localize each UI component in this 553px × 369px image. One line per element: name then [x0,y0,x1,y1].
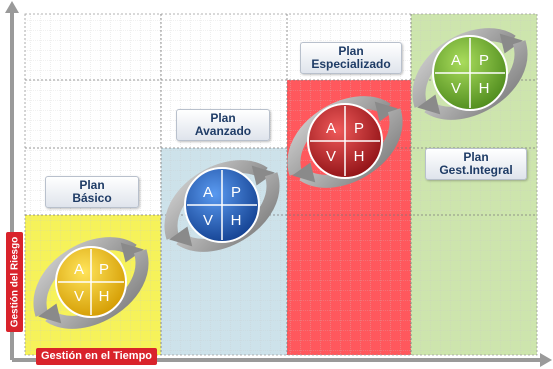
quadrant-h: H [354,148,365,165]
quadrant-a: A [451,52,461,69]
quadrant-h: H [479,80,490,97]
quadrant-v: V [74,288,84,305]
plan-label-line2: Básico [72,191,112,205]
pdca-circle-gest-integral: A P V H [432,35,508,111]
pdca-circle-avanzado: A P V H [184,167,260,243]
plan-label-basico: Plan Básico [45,176,139,208]
quadrant-v: V [451,80,461,97]
plan-label-line1: Plan [210,111,236,125]
x-axis-arrowhead [540,353,552,367]
y-axis-label-text: Gestión del Riesgo [9,236,20,328]
plan-label-avanzado: Plan Avanzado [176,109,270,141]
x-axis-label: Gestión en el Tiempo [36,348,157,365]
plan-label-especializado: Plan Especializado [300,42,402,74]
plan-label-line1: Plan [79,178,105,192]
quadrant-p: P [479,52,489,69]
quadrant-h: H [99,288,110,305]
quadrant-a: A [203,184,213,201]
plan-label-gest-integral: Plan Gest.Integral [425,148,527,180]
pdca-circle-especializado: A P V H [307,103,383,179]
plan-label-line1: Plan [463,150,489,164]
quadrant-v: V [203,212,213,229]
quadrant-p: P [231,184,241,201]
plan-label-line1: Plan [338,44,364,58]
quadrant-a: A [74,261,84,278]
pdca-circle-basico: A P V H [55,246,127,318]
y-axis-arrowhead [5,1,19,13]
plan-label-line2: Gest.Integral [439,163,513,177]
quadrant-v: V [326,148,336,165]
quadrant-p: P [99,261,109,278]
plan-label-line2: Especializado [311,57,391,71]
plan-label-line2: Avanzado [194,124,252,138]
quadrant-h: H [231,212,242,229]
quadrant-p: P [354,120,364,137]
y-axis-label: Gestión del Riesgo [6,232,23,332]
quadrant-a: A [326,120,336,137]
